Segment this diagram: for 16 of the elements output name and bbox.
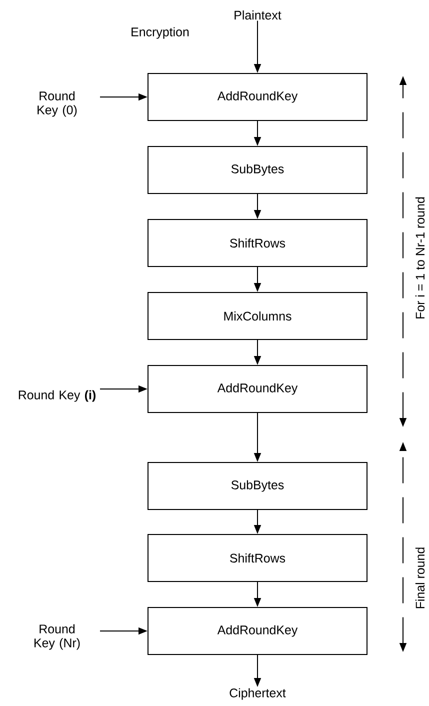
process-box: AddRoundKey bbox=[148, 73, 368, 121]
process-box: AddRoundKey bbox=[148, 607, 368, 655]
text-label: Ciphertext bbox=[230, 688, 286, 700]
title: Encryption bbox=[132, 27, 189, 39]
process-box: SubBytes bbox=[148, 462, 368, 510]
process-box: AddRoundKey bbox=[148, 365, 368, 413]
text-label: Plaintext bbox=[234, 10, 282, 20]
process-box: SubBytes bbox=[148, 146, 368, 194]
process-box: ShiftRows bbox=[148, 534, 368, 582]
bracket-label: For i = 1 to Nr-1 round bbox=[414, 196, 426, 320]
process-box: ShiftRows bbox=[148, 219, 368, 267]
bracket-label: Final round bbox=[414, 546, 426, 610]
text-label: Round Key (0) bbox=[38, 91, 77, 117]
text-label: Round Key (Nr) bbox=[34, 624, 80, 650]
process-box: MixColumns bbox=[148, 292, 368, 340]
text-label: Round Key (i) bbox=[18, 390, 96, 402]
